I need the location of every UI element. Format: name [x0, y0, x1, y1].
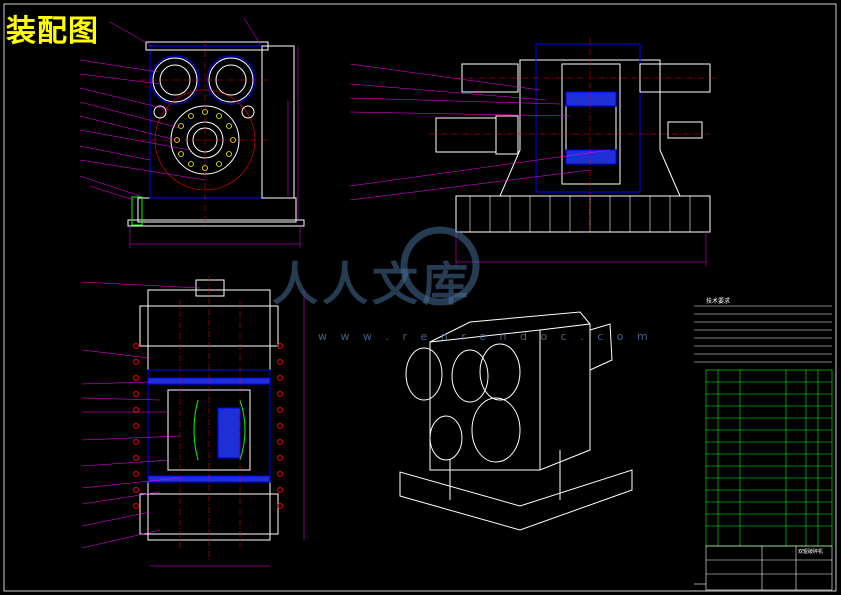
notes-block: [694, 305, 832, 363]
parts-list-table: [694, 369, 833, 591]
title-block-name: 双辊破碎机: [798, 549, 824, 555]
outer-frame: [3, 3, 837, 592]
technical-notes-title: 技术要求: [706, 298, 731, 305]
top-view: [349, 38, 720, 266]
watermark-url: w w w . r e n r e n d o c . c o m: [318, 330, 653, 343]
front-view: [79, 17, 305, 248]
watermark-text: 人人文库: [272, 257, 472, 311]
side-view: [81, 276, 305, 567]
watermark-logo: [400, 226, 480, 306]
drawing-title: 装配图: [6, 14, 99, 49]
isometric-view: [399, 311, 633, 531]
